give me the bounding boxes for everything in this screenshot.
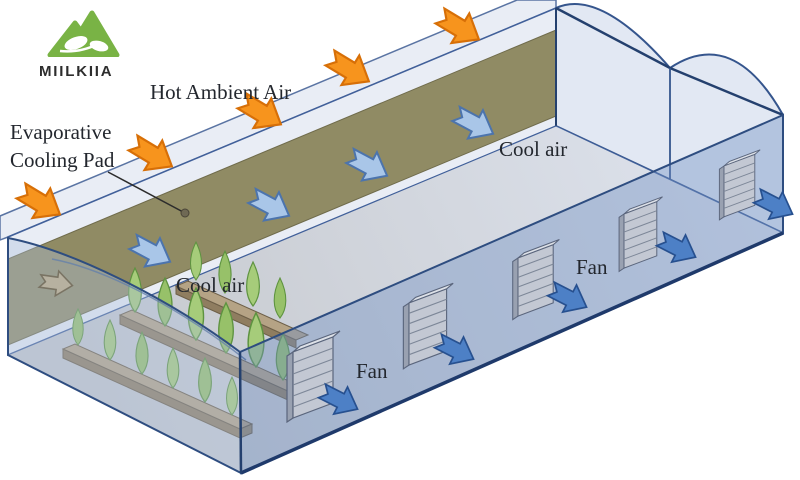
fan-box <box>618 196 663 273</box>
hot-ambient-air-label: Hot Ambient Air <box>150 80 291 104</box>
bench <box>174 280 310 349</box>
fan-label-front: Fan <box>356 359 388 383</box>
pad-leader-dot <box>180 208 190 218</box>
evaporative-pad-label-line1: Evaporative <box>10 120 111 144</box>
pad-leader-line <box>107 171 186 214</box>
front-wall-ground-edge <box>240 231 784 475</box>
bench <box>61 343 254 439</box>
left-end-inner-arch-line <box>51 258 247 361</box>
logo-text: MIILKIIA <box>39 63 113 80</box>
fan-louvers <box>408 298 447 356</box>
cool-air-label-right: Cool air <box>499 137 567 161</box>
cool-air-label-left: Cool air <box>176 273 244 297</box>
fan-box <box>512 239 560 321</box>
logo-baseline-mask <box>38 57 130 63</box>
fan-label-rear: Fan <box>576 255 608 279</box>
diagram-labels: Hot Ambient Air Evaporative Cooling Pad … <box>10 80 608 383</box>
logo-leaf-icon <box>59 36 109 53</box>
front-left-corner-post <box>238 351 243 474</box>
fan-louvers <box>517 253 554 307</box>
fan-louvers <box>292 347 334 408</box>
fan-louvers <box>723 162 755 209</box>
fan-louvers <box>623 210 657 260</box>
brand-logo: MIILKIIA <box>38 10 130 80</box>
fan-box <box>718 149 761 221</box>
evaporative-pad-label-line2: Cooling Pad <box>10 148 115 172</box>
